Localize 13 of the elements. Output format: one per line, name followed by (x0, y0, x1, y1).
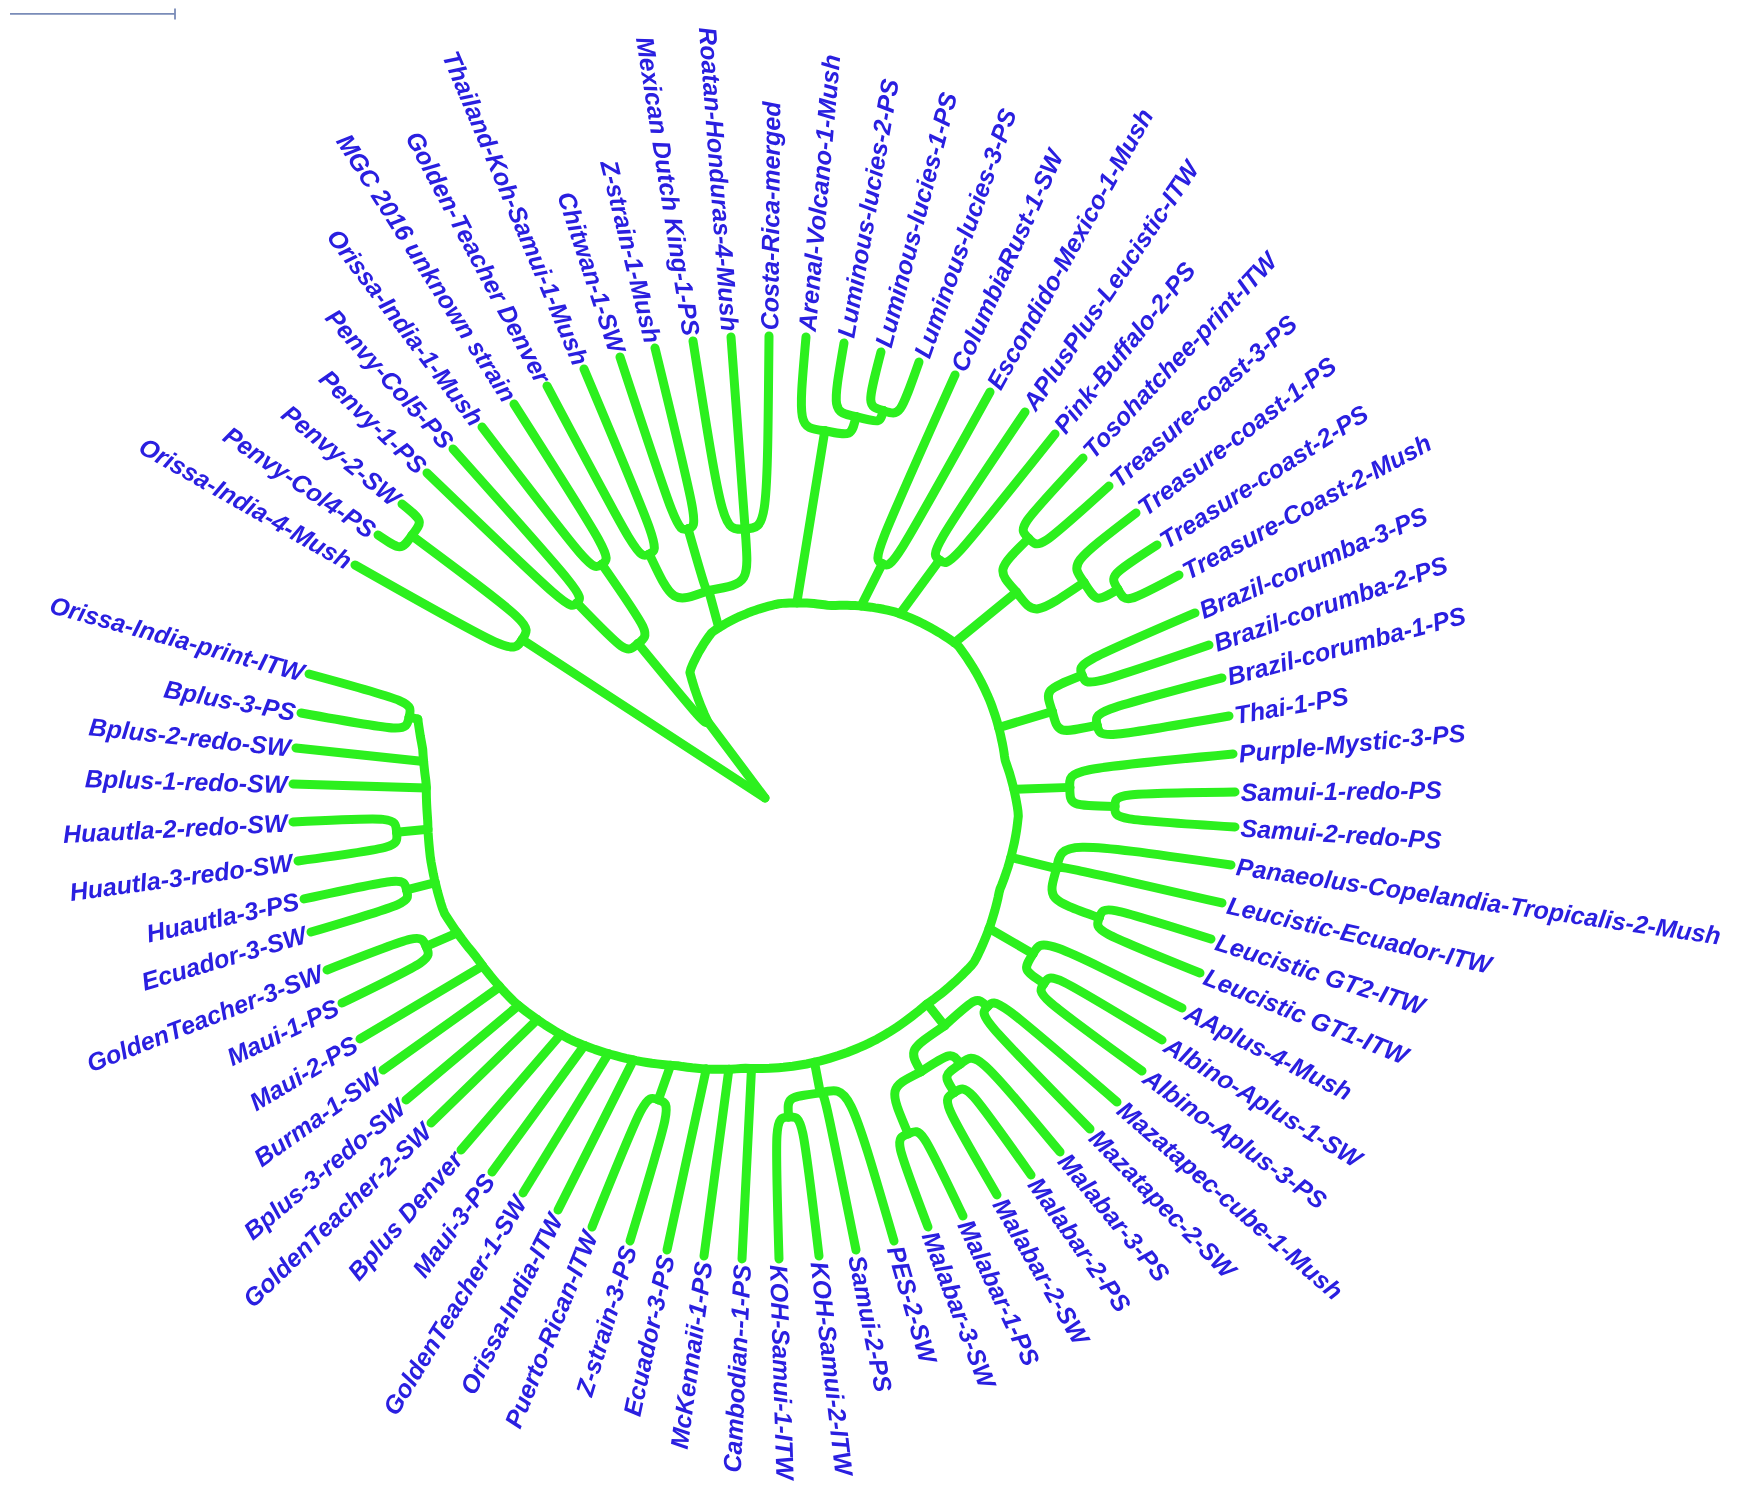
taxon-label: Huautla-2-redo-SW (63, 814, 289, 843)
taxon-label: Roatan-Honduras-4-Mush (698, 28, 739, 331)
taxon-label: Costa-Rica-merged (761, 101, 786, 330)
taxon-label: Arenal-Volcano-1-Mush (799, 55, 841, 333)
taxon-label: KOH-Samui-1-ITW (769, 1265, 794, 1482)
taxon-label: Samui-2-redo-PS (1240, 819, 1442, 849)
taxon-label: Cambodian--1-PS (723, 1264, 751, 1472)
taxon-label: Bplus-3-PS (163, 680, 296, 720)
taxon-label: Thai-1-PS (1235, 687, 1348, 724)
taxon-label: Bplus-2-redo-SW (88, 718, 293, 756)
taxon-label: Bplus-1-redo-SW (85, 770, 290, 793)
taxon-label: Samui-1-redo-PS (1241, 781, 1442, 802)
taxon-label: Purple-Mystic-3-PS (1240, 724, 1465, 764)
